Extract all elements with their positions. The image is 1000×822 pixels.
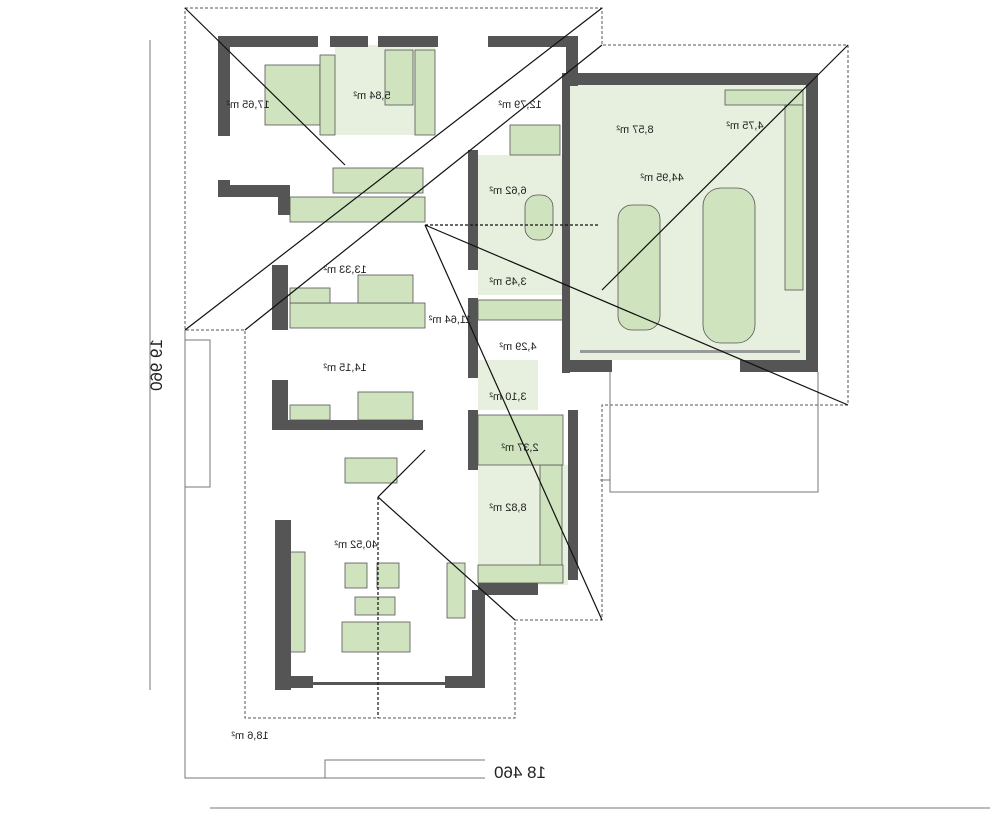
room-area-label: 8,57 m² <box>616 124 654 136</box>
room-area-label: 44,95 m² <box>640 172 684 184</box>
room-area-label: 18,6 m² <box>231 730 269 742</box>
room-area-label: 3,45 m² <box>489 276 527 288</box>
room-area-label: 3,10 m² <box>489 391 527 403</box>
window <box>313 682 445 685</box>
width-dimension: 18 460 <box>494 763 546 782</box>
room-area-label: 13,33 m² <box>323 264 367 276</box>
room-area-label: 4,29 m² <box>499 341 537 353</box>
room-area-label: 14,15 m² <box>323 362 367 374</box>
walls <box>218 36 818 690</box>
room-area-label: 17,65 m² <box>226 99 270 111</box>
room-area-label: 5,84 m² <box>353 90 391 102</box>
room-area-label: 12,79 m² <box>498 99 542 111</box>
room-area-label: 6,62 m² <box>489 185 527 197</box>
room-area-label: 11,64 m² <box>428 314 472 326</box>
room-area-label: 40,52 m² <box>334 539 378 551</box>
height-dimension: 19 960 <box>147 339 166 391</box>
roof-hip-lines <box>184 7 849 718</box>
site-lines <box>149 40 990 809</box>
room-area-label: 4,75 m² <box>726 120 764 132</box>
room-area-label: 2,37 m² <box>501 442 539 454</box>
garage-door <box>580 350 800 353</box>
room-area-label: 8,82 m² <box>489 502 527 514</box>
